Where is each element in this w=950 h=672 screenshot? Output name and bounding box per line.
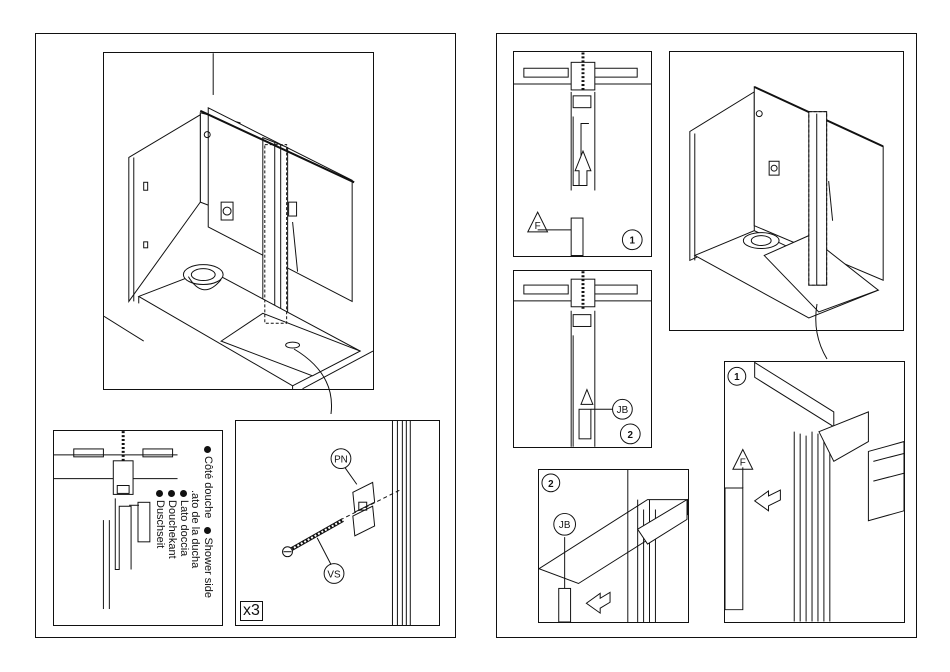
cabin-overview-figure bbox=[103, 52, 374, 390]
step2-profile-drawing: JB 2 bbox=[514, 271, 651, 447]
cabin-overview-right-drawing bbox=[670, 52, 903, 330]
step1-profile-figure: F 1 bbox=[513, 51, 652, 257]
cabin-overview-right-figure bbox=[669, 51, 904, 331]
right-page: F 1 JB 2 bbox=[496, 33, 917, 638]
bullet-icon bbox=[204, 527, 211, 534]
legend-row-0: Côté douche Shower side bbox=[202, 446, 214, 598]
legend-label-fr: Côté douche bbox=[202, 456, 214, 518]
legend-label-de: Duschseit bbox=[154, 500, 166, 548]
step2-3d-figure: 2 JB bbox=[538, 469, 689, 623]
profile-section-figure: Côté douche Shower side .ato de la ducha… bbox=[53, 430, 223, 626]
legend-row-3: Douchekant bbox=[166, 490, 178, 559]
f-callout-label-3d: F bbox=[740, 457, 746, 468]
pn-callout-label: PN bbox=[334, 455, 348, 466]
jb-callout-label: JB bbox=[617, 405, 629, 416]
legend-row-4: Duschseit bbox=[154, 490, 166, 548]
step-number-2: 2 bbox=[628, 430, 634, 441]
vs-callout-label: VS bbox=[327, 569, 341, 580]
legend-label-es: .ato de la ducha bbox=[189, 490, 201, 568]
left-page: Côté douche Shower side .ato de la ducha… bbox=[35, 33, 456, 638]
step2-3d-drawing: 2 JB bbox=[539, 470, 688, 622]
fixing-detail-drawing: PN VS bbox=[236, 421, 439, 625]
bullet-icon bbox=[180, 490, 187, 497]
step1-3d-drawing: F 1 bbox=[725, 362, 904, 622]
jb-callout-label-3d: JB bbox=[559, 520, 571, 531]
cabin-overview-drawing bbox=[104, 53, 373, 389]
bullet-icon bbox=[156, 490, 163, 497]
quantity-label: x3 bbox=[240, 601, 263, 621]
step-number-1-3d: 1 bbox=[734, 372, 740, 383]
legend-label-en: Shower side bbox=[202, 537, 214, 598]
legend-row-2: Lato doccia bbox=[178, 490, 190, 556]
step1-profile-drawing: F 1 bbox=[514, 52, 651, 256]
legend-label-nl: Douchekant bbox=[166, 500, 178, 559]
f-callout-label: F bbox=[535, 221, 541, 232]
legend-label-it: Lato doccia bbox=[178, 500, 190, 556]
step1-3d-figure: F 1 bbox=[724, 361, 905, 623]
bullet-icon bbox=[168, 490, 175, 497]
fixing-detail-figure: PN VS x3 bbox=[235, 420, 440, 626]
step-number-2-3d: 2 bbox=[548, 479, 554, 490]
shower-side-legend: Côté douche Shower side .ato de la ducha… bbox=[154, 446, 223, 626]
step-number-1: 1 bbox=[630, 236, 636, 247]
step2-profile-figure: JB 2 bbox=[513, 270, 652, 448]
bullet-icon bbox=[204, 446, 211, 453]
legend-row-1: .ato de la ducha bbox=[189, 490, 201, 568]
